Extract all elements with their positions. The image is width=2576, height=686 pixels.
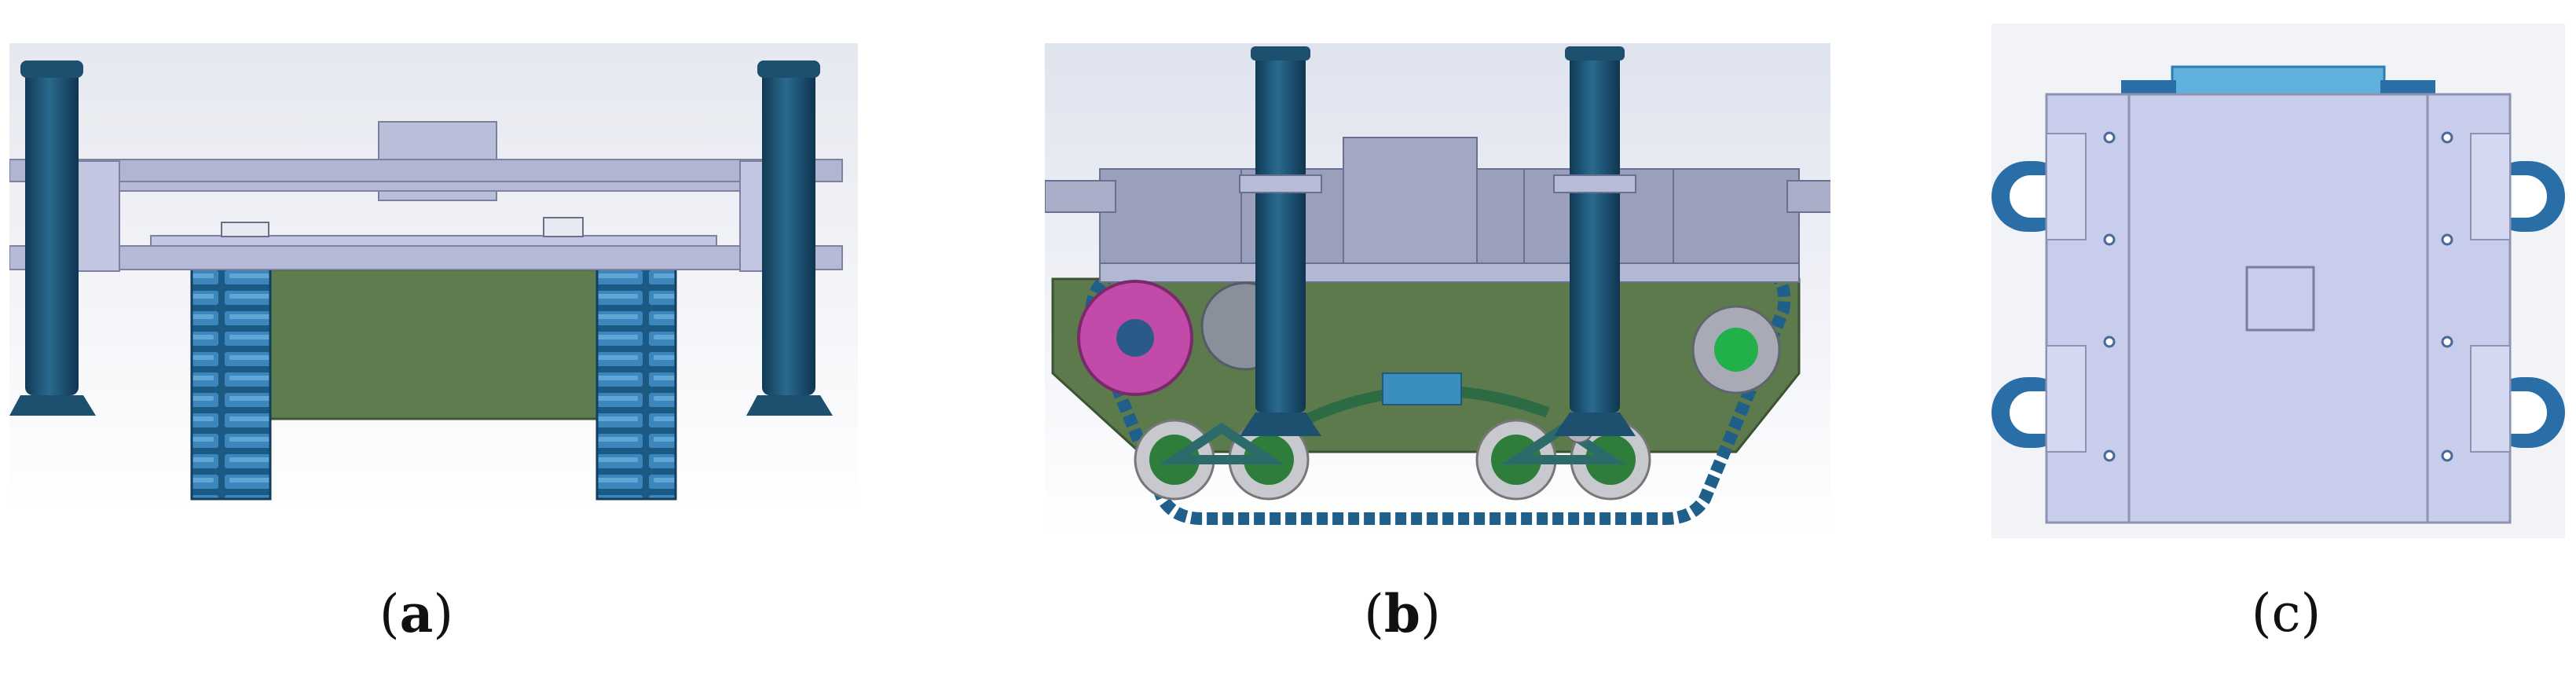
rear-arm — [1786, 180, 1835, 213]
center-square — [2245, 266, 2315, 332]
lower-beam — [9, 245, 843, 270]
front-column — [1240, 46, 1321, 436]
connector-left-tab — [2121, 80, 2176, 96]
left-track — [190, 262, 272, 501]
rear-column — [1554, 46, 1636, 436]
front-arm — [1044, 180, 1116, 213]
caption-c: (c) — [2251, 583, 2321, 644]
caption-b: (b) — [1364, 583, 1441, 644]
bolt-holes — [2103, 131, 2453, 462]
connector-right-tab — [2380, 80, 2435, 96]
panel-b-side-view — [1044, 43, 1835, 534]
main-plate — [2045, 93, 2512, 524]
lower-frame — [1099, 262, 1800, 283]
side-view-drawing — [1044, 43, 1835, 534]
center-box — [1343, 137, 1478, 264]
drive-sprocket — [1077, 280, 1193, 396]
caption-a: (a) — [379, 583, 454, 644]
left-column — [9, 61, 96, 416]
right-column — [746, 61, 833, 416]
panel-a-front-view — [9, 43, 858, 515]
front-clamp — [1239, 174, 1322, 193]
idler-wheel — [1691, 305, 1781, 394]
panel-c-top-view — [1992, 24, 2565, 538]
rear-clamp — [1553, 174, 1636, 193]
robot-body — [267, 268, 600, 420]
right-component — [543, 217, 584, 237]
left-component — [221, 222, 269, 237]
right-track — [595, 262, 677, 501]
controller-box — [1382, 372, 1462, 405]
top-view-drawing — [1992, 24, 2565, 538]
front-view-drawing — [9, 43, 858, 515]
top-crossbar — [9, 159, 843, 182]
road-wheels — [1134, 413, 1651, 501]
